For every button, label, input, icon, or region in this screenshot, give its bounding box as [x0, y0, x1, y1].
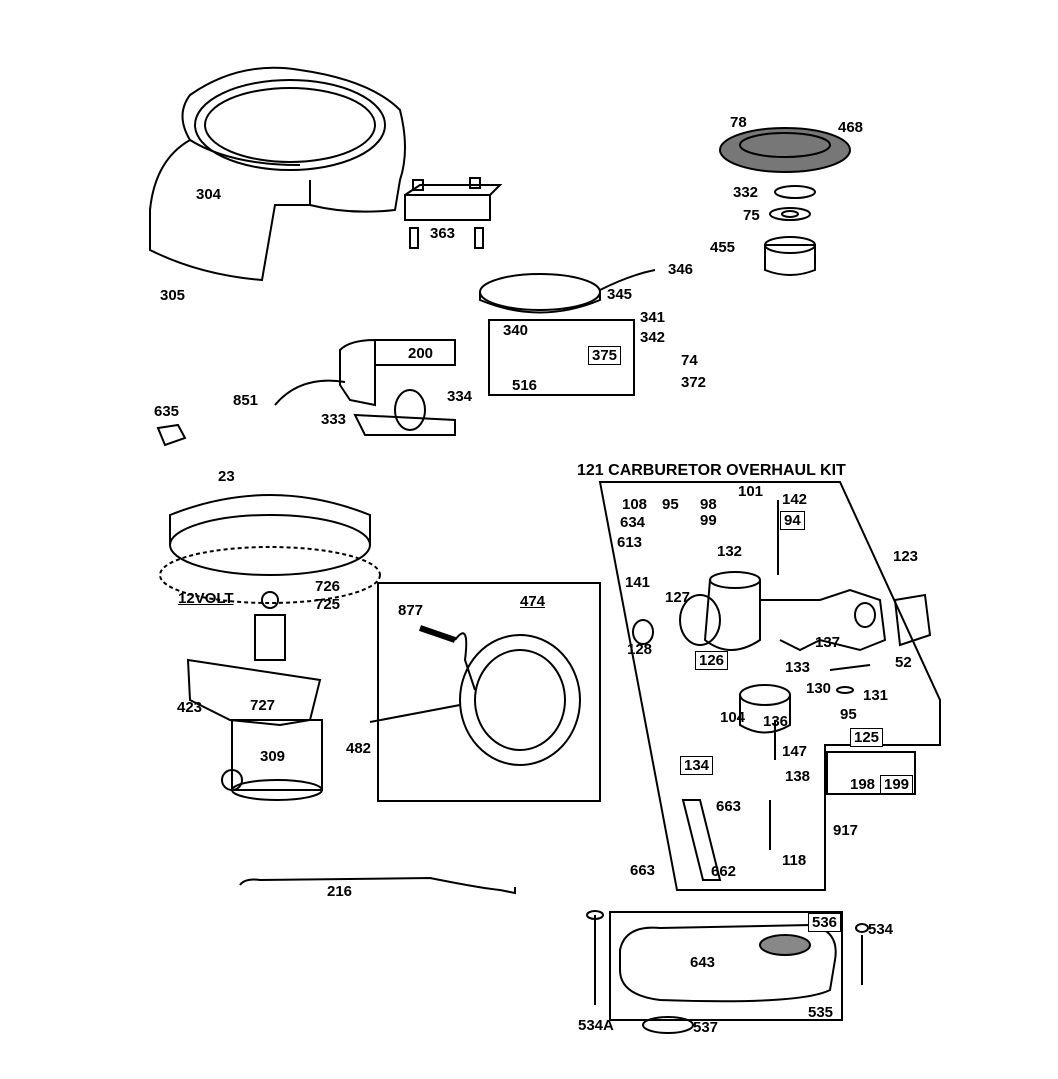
part-label-boxed: 125	[850, 728, 884, 747]
part-label: 455	[710, 239, 736, 256]
bracket-drawing	[404, 177, 503, 249]
part-label: 340	[503, 322, 529, 339]
alternator-box	[377, 582, 601, 802]
part-label: 468	[838, 119, 864, 136]
part-label: 643	[690, 954, 716, 971]
spark-plug-cap-drawing	[156, 423, 187, 447]
carburetor-kit-title: 121 CARBURETOR OVERHAUL KIT	[577, 462, 846, 479]
part-label: 128	[627, 641, 653, 658]
part-label: 725	[315, 596, 341, 613]
part-label: 23	[218, 468, 235, 485]
part-label: 333	[321, 411, 347, 428]
part-label: 74	[681, 352, 698, 369]
part-label: 137	[815, 634, 841, 651]
part-label: 342	[640, 329, 666, 346]
part-label: 305	[160, 287, 186, 304]
part-label: 131	[863, 687, 889, 704]
part-label: 141	[625, 574, 651, 591]
part-label: 200	[408, 345, 434, 362]
part-label: 132	[717, 543, 743, 560]
part-label: 332	[733, 184, 759, 201]
alternator-drawing	[369, 625, 581, 766]
part-label: 663	[716, 798, 742, 815]
blower-housing-drawing	[149, 66, 406, 282]
part-label: 75	[743, 207, 760, 224]
part-label: 147	[782, 743, 808, 760]
part-label: 851	[233, 392, 259, 409]
part-label-boxed: 134	[680, 756, 714, 775]
part-label: 138	[785, 768, 811, 785]
part-label: 123	[893, 548, 919, 565]
part-label-boxed: 199	[880, 775, 914, 794]
part-label: 917	[833, 822, 859, 839]
breaker-kit-box	[488, 319, 635, 396]
part-label: 99	[700, 512, 717, 529]
governor-link-drawing	[239, 876, 516, 895]
air-cleaner-drawing	[719, 127, 851, 276]
part-label: 98	[700, 496, 717, 513]
part-label: 104	[720, 709, 746, 726]
choke-box	[826, 751, 916, 795]
part-label: 101	[738, 483, 764, 500]
part-label: 52	[895, 654, 912, 671]
part-label: 613	[617, 534, 643, 551]
part-label: 372	[681, 374, 707, 391]
part-label: 334	[447, 388, 473, 405]
muffler-drawing	[586, 910, 869, 1034]
part-label: 95	[662, 496, 679, 513]
part-label: 341	[640, 309, 666, 326]
part-label: 535	[808, 1004, 834, 1021]
part-label: 216	[327, 883, 353, 900]
starter-motor-drawing	[186, 591, 323, 801]
part-label: 346	[668, 261, 694, 278]
part-label-boxed: 375	[588, 346, 622, 365]
part-label: 534A	[578, 1017, 614, 1034]
part-label: 662	[711, 863, 737, 880]
part-label-boxed: 94	[780, 511, 805, 530]
part-label: 634	[620, 514, 646, 531]
part-label: 133	[785, 659, 811, 676]
voltage-label: 12VOLT	[178, 590, 234, 607]
part-label: 95	[840, 706, 857, 723]
part-label: 118	[782, 852, 807, 869]
part-label: 198	[850, 776, 876, 793]
part-label-boxed: 126	[695, 651, 729, 670]
part-label-boxed: 536	[808, 913, 842, 932]
part-label: 136	[763, 713, 789, 730]
flywheel-drawing	[159, 494, 381, 604]
part-label: 726	[315, 578, 341, 595]
part-label: 142	[782, 491, 808, 508]
part-label: 309	[260, 748, 286, 765]
part-label: 534	[868, 921, 894, 938]
part-label: 877	[398, 602, 424, 619]
part-label: 127	[665, 589, 691, 606]
part-label: 474	[520, 593, 546, 610]
part-label: 130	[806, 680, 832, 697]
part-label: 663	[630, 862, 656, 879]
part-label: 345	[607, 286, 633, 303]
part-label: 363	[430, 225, 456, 242]
part-label: 727	[250, 697, 276, 714]
part-label: 78	[730, 114, 747, 131]
part-label: 635	[154, 403, 180, 420]
part-label: 482	[346, 740, 372, 757]
part-label: 537	[693, 1019, 719, 1036]
breaker-cover-drawing	[479, 269, 656, 314]
part-label: 108	[622, 496, 648, 513]
carburetor-drawing	[632, 500, 932, 881]
part-label: 423	[177, 699, 203, 716]
part-label: 516	[512, 377, 538, 394]
muffler-box	[609, 911, 843, 1021]
armature-drawing	[274, 338, 456, 436]
part-label: 304	[196, 186, 222, 203]
